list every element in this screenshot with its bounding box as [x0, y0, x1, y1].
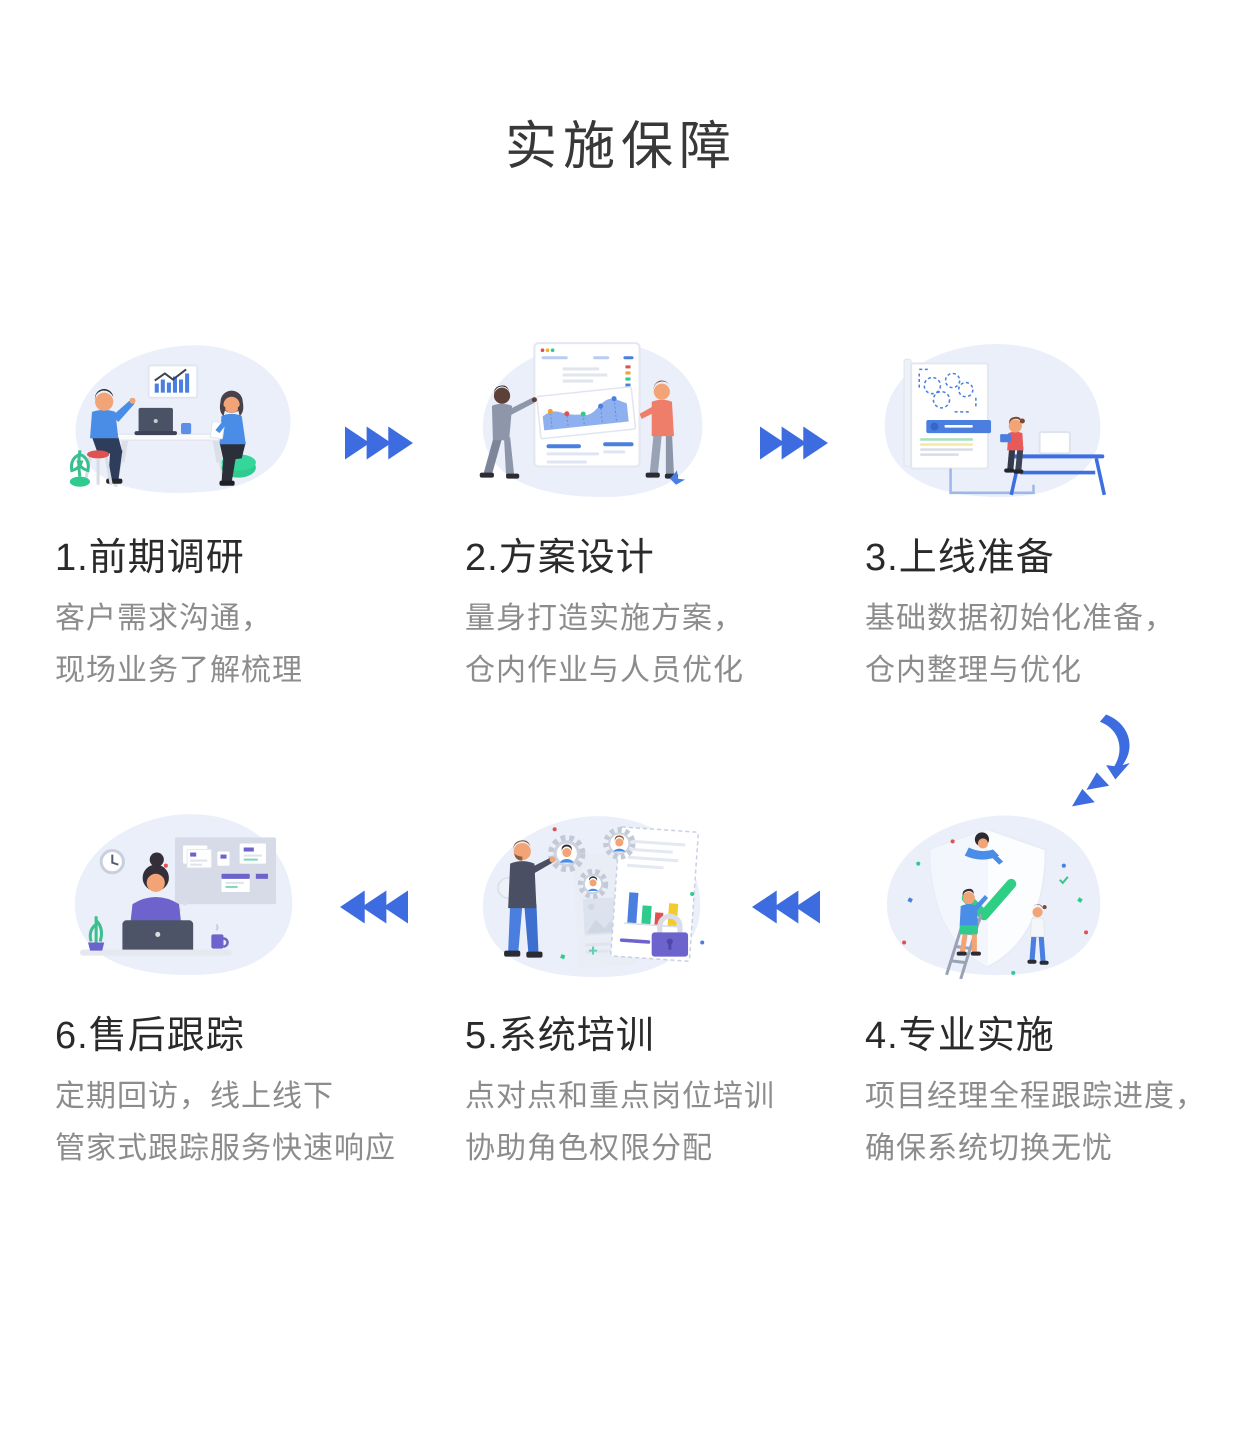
step-title-5: 5.系统培训	[465, 1015, 655, 1057]
step-desc-2: 量身打造实施方案， 仓内作业与人员优化	[465, 593, 837, 697]
step-desc-6: 定期回访，线上线下 管家式跟踪服务快速响应	[55, 1071, 427, 1175]
person-left	[83, 389, 136, 485]
monitor-icon	[1038, 431, 1071, 457]
plant-icon	[88, 916, 105, 951]
step-card-5: 5.系统培训 点对点和重点岗位培训 协助角色权限分配	[455, 801, 837, 1175]
person-right	[209, 390, 256, 486]
illustration-after-sales	[51, 801, 305, 988]
laptop-icon	[134, 407, 177, 436]
step-title-6: 6.售后跟踪	[55, 1015, 245, 1057]
step-card-6: 6.售后跟踪 定期回访，线上线下 管家式跟踪服务快速响应	[45, 801, 427, 1175]
illustration-implementation	[861, 801, 1115, 988]
desc-line1: 定期回访，线上线下	[55, 1080, 334, 1113]
desc-line1: 点对点和重点岗位培训	[465, 1080, 775, 1113]
padlock-icon	[651, 913, 689, 957]
desc-line1: 客户需求沟通，	[55, 602, 272, 635]
dashboard-illustration-icon	[479, 341, 703, 498]
step-title-1: 1.前期调研	[55, 537, 245, 579]
step-card-2: 2.方案设计 量身打造实施方案， 仓内作业与人员优化	[455, 333, 837, 697]
user-gear-icon	[548, 834, 586, 873]
mug-icon	[211, 923, 229, 949]
walking-girl	[1027, 904, 1049, 965]
pin-board-icon	[174, 837, 277, 905]
support-desk-illustration-icon	[74, 814, 293, 976]
illustration-training	[461, 801, 715, 988]
shield-team-illustration-icon	[886, 815, 1101, 980]
step-desc-3: 基础数据初始化准备， 仓内整理与优化	[865, 593, 1237, 697]
bar-chart-frame-icon	[147, 364, 199, 399]
desc-line2: 仓内作业与人员优化	[465, 654, 744, 687]
desc-line1: 项目经理全程跟踪进度，	[865, 1080, 1206, 1113]
user-gear-icon	[577, 868, 609, 900]
illustration-solution-design	[461, 333, 715, 510]
desc-line2: 确保系统切换无忧	[865, 1132, 1113, 1165]
step-desc-4: 项目经理全程跟踪进度， 确保系统切换无忧	[865, 1071, 1237, 1175]
clock-icon	[99, 849, 125, 875]
laptop-icon	[122, 920, 194, 951]
man-on-ladder	[956, 888, 988, 956]
sitting-person	[1000, 416, 1025, 474]
woman-on-shield	[964, 832, 1004, 865]
meeting-illustration-icon	[69, 345, 291, 493]
desc-line2: 协助角色权限分配	[465, 1132, 713, 1165]
desc-line1: 量身打造实施方案，	[465, 602, 744, 635]
illustration-launch-prep	[861, 333, 1115, 510]
step-title-2: 2.方案设计	[465, 537, 655, 579]
desc-line1: 基础数据初始化准备，	[865, 602, 1175, 635]
step-card-4: 4.专业实施 项目经理全程跟踪进度， 确保系统切换无忧	[855, 801, 1237, 1175]
desc-line2: 管家式跟踪服务快速响应	[55, 1132, 396, 1165]
step-card-1: 1.前期调研 客户需求沟通， 现场业务了解梳理	[45, 333, 427, 697]
checkmark-icon	[961, 878, 1017, 921]
triple-arrow-left-icon	[340, 888, 408, 926]
plant-icon	[69, 450, 91, 487]
step-desc-1: 客户需求沟通， 现场业务了解梳理	[55, 593, 427, 697]
step-desc-5: 点对点和重点岗位培训 协助角色权限分配	[465, 1071, 837, 1175]
paper-boat-icon	[669, 470, 686, 485]
gears-training-illustration-icon	[482, 816, 705, 978]
user-gear-icon	[603, 827, 636, 860]
document-setup-illustration-icon	[884, 343, 1107, 498]
step-card-3: 3.上线准备 基础数据初始化准备， 仓内整理与优化	[855, 333, 1237, 697]
illustration-research	[51, 333, 305, 510]
desc-line2: 仓内整理与优化	[865, 654, 1082, 687]
support-agent	[130, 852, 182, 923]
holder-person	[639, 380, 679, 479]
presenter-person	[479, 385, 537, 479]
trainer-person	[497, 840, 556, 958]
page-title: 实施保障	[504, 118, 737, 176]
desc-line2: 现场业务了解梳理	[55, 654, 303, 687]
triple-arrow-right-icon	[760, 424, 828, 462]
curved-arrow-down-left-icon	[1072, 714, 1136, 810]
confetti	[902, 839, 1089, 975]
area-chart-card-icon	[536, 386, 637, 440]
document-icon	[910, 362, 992, 470]
step-title-4: 4.专业实施	[865, 1015, 1055, 1057]
step-title-3: 3.上线准备	[865, 537, 1055, 579]
triple-arrow-left-icon	[752, 888, 820, 926]
triple-arrow-right-icon	[345, 424, 413, 462]
